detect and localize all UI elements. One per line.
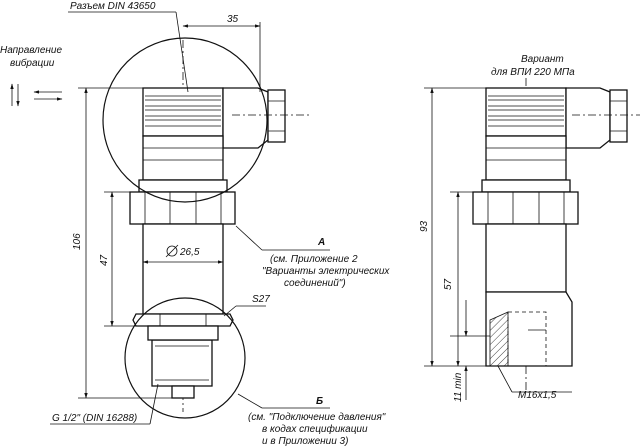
thread-main-label: G 1/2" (DIN 16288) bbox=[52, 413, 137, 424]
vibration-label-1: Направление bbox=[0, 45, 62, 56]
variant-view bbox=[424, 78, 640, 400]
connector-label: Разъем DIN 43650 bbox=[70, 1, 156, 12]
dim-s27: S27 bbox=[252, 294, 270, 305]
connector-plug bbox=[222, 87, 269, 149]
nipple bbox=[171, 385, 195, 399]
neck bbox=[142, 135, 224, 181]
hex-top bbox=[129, 191, 236, 225]
variant-section-hatch bbox=[489, 311, 509, 367]
vibration-label-2: вибрации bbox=[10, 57, 55, 69]
variant-neck bbox=[485, 135, 567, 181]
dim-diameter: 26,5 bbox=[179, 247, 200, 258]
variant-hex bbox=[472, 191, 579, 225]
hex-s27 bbox=[132, 313, 234, 327]
dim-47: 47 bbox=[99, 254, 110, 266]
ref-a-note-1: (см. Приложение 2 bbox=[270, 254, 358, 265]
connector-body bbox=[142, 87, 224, 137]
variant-connector bbox=[485, 87, 567, 137]
ref-a-note-3: соединений") bbox=[284, 278, 346, 289]
cable-gland bbox=[267, 89, 286, 143]
housing bbox=[142, 223, 224, 315]
variant-housing bbox=[485, 223, 567, 293]
variant-title-2: для ВПИ 220 МПа bbox=[491, 67, 575, 78]
thread-variant-label: M16x1,5 bbox=[518, 390, 557, 401]
ref-b-note-1: (см. "Подключение давления" bbox=[248, 412, 386, 423]
ref-b-note-3: и в Приложении 3) bbox=[262, 436, 348, 447]
variant-collar bbox=[481, 179, 571, 193]
main-view bbox=[10, 11, 330, 425]
variant-gland bbox=[609, 89, 628, 143]
dim-57: 57 bbox=[443, 278, 454, 290]
dim-106: 106 bbox=[72, 233, 83, 250]
detail-circle-b bbox=[124, 297, 246, 419]
ref-a-note-2: "Варианты электрических bbox=[262, 266, 390, 277]
ref-b-note-2: в кодах спецификации bbox=[262, 423, 368, 435]
dim-35: 35 bbox=[227, 14, 239, 25]
dim-93: 93 bbox=[419, 220, 430, 232]
variant-title-1: Вариант bbox=[521, 54, 564, 65]
detail-circle-a bbox=[102, 37, 268, 203]
ref-b: Б bbox=[316, 396, 323, 407]
dim-11min: 11 min bbox=[453, 372, 464, 402]
variant-plug bbox=[565, 87, 611, 149]
collar bbox=[138, 179, 228, 193]
thread-g12 bbox=[151, 339, 213, 387]
ref-a: A bbox=[317, 237, 325, 248]
